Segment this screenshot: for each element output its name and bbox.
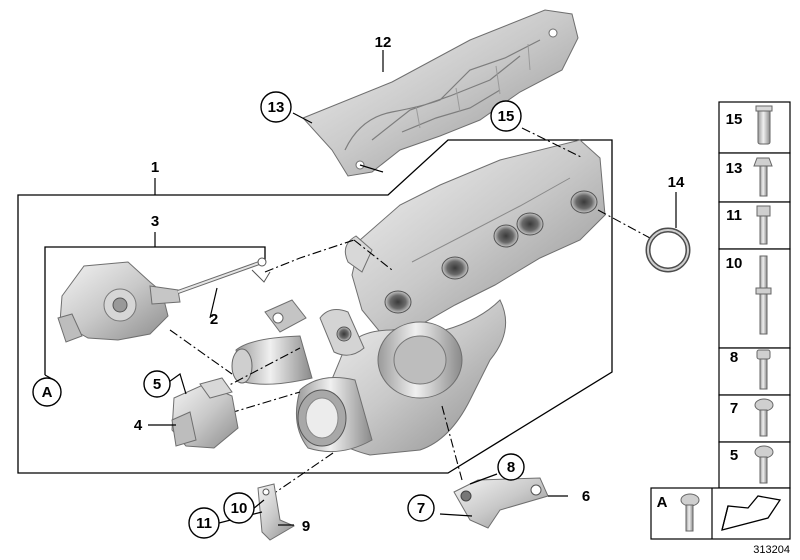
callout-13: 13: [260, 91, 292, 123]
wastegate-actuator-part: [57, 261, 181, 343]
sleeve-nut-icon: [755, 105, 773, 145]
callout-12: 12: [375, 34, 392, 51]
hex-bolt-icon: [756, 205, 771, 245]
arrow-symbol-icon: [721, 495, 782, 531]
callout-14: 14: [668, 174, 685, 191]
pan-screw-icon: [754, 445, 774, 484]
callout-6: 6: [582, 488, 590, 505]
callout-3: 3: [151, 213, 159, 230]
socket-screw-icon: [756, 349, 771, 390]
svg-text:13: 13: [268, 99, 285, 116]
callout-1: 1: [151, 159, 159, 176]
legend-label-15: 15: [726, 111, 743, 128]
callout-4: 4: [134, 417, 143, 434]
callout-9: 9: [302, 518, 310, 535]
exhaust-manifold-part: [344, 139, 606, 333]
callout-11: 11: [188, 507, 220, 539]
collar-bolt-icon: [753, 157, 773, 197]
svg-text:15: 15: [498, 108, 515, 125]
callout-10: 10: [223, 492, 255, 524]
svg-text:10: 10: [231, 500, 248, 517]
fastener-legend: 15 13 11 10 8: [650, 101, 791, 540]
actuator-rod-part: [177, 257, 271, 294]
legend-label-A: A: [657, 494, 668, 511]
svg-text:8: 8: [507, 459, 515, 476]
svg-text:A: A: [42, 384, 53, 401]
callout-15: 15: [490, 100, 522, 132]
support-bracket-part: [453, 477, 549, 529]
legend-label-13: 13: [726, 160, 743, 177]
callout-5: 5: [143, 370, 171, 398]
legend-label-8: 8: [730, 349, 738, 366]
callout-7: 7: [407, 494, 435, 522]
turbocharger-housing-part: [231, 299, 507, 456]
callout-2: 2: [210, 311, 218, 328]
diagram-number: 313204: [753, 544, 790, 556]
stud-bolt-icon: [755, 255, 772, 335]
legend-label-7: 7: [730, 400, 738, 417]
callout-8: 8: [497, 453, 525, 481]
gasket-ring-part: [645, 227, 691, 273]
button-screw-icon: [680, 493, 700, 532]
boost-control-valve-part: [171, 377, 239, 449]
callout-A: A: [32, 377, 62, 407]
heat-shield-part: [302, 9, 579, 177]
svg-text:5: 5: [153, 376, 161, 393]
legend-label-10: 10: [726, 255, 743, 272]
legend-label-11: 11: [726, 207, 742, 224]
torx-screw-icon: [754, 398, 774, 437]
svg-text:7: 7: [417, 500, 425, 517]
svg-text:11: 11: [196, 515, 212, 532]
assembly-frame: [17, 139, 613, 474]
legend-label-5: 5: [730, 447, 738, 464]
small-bracket-part: [257, 483, 296, 541]
